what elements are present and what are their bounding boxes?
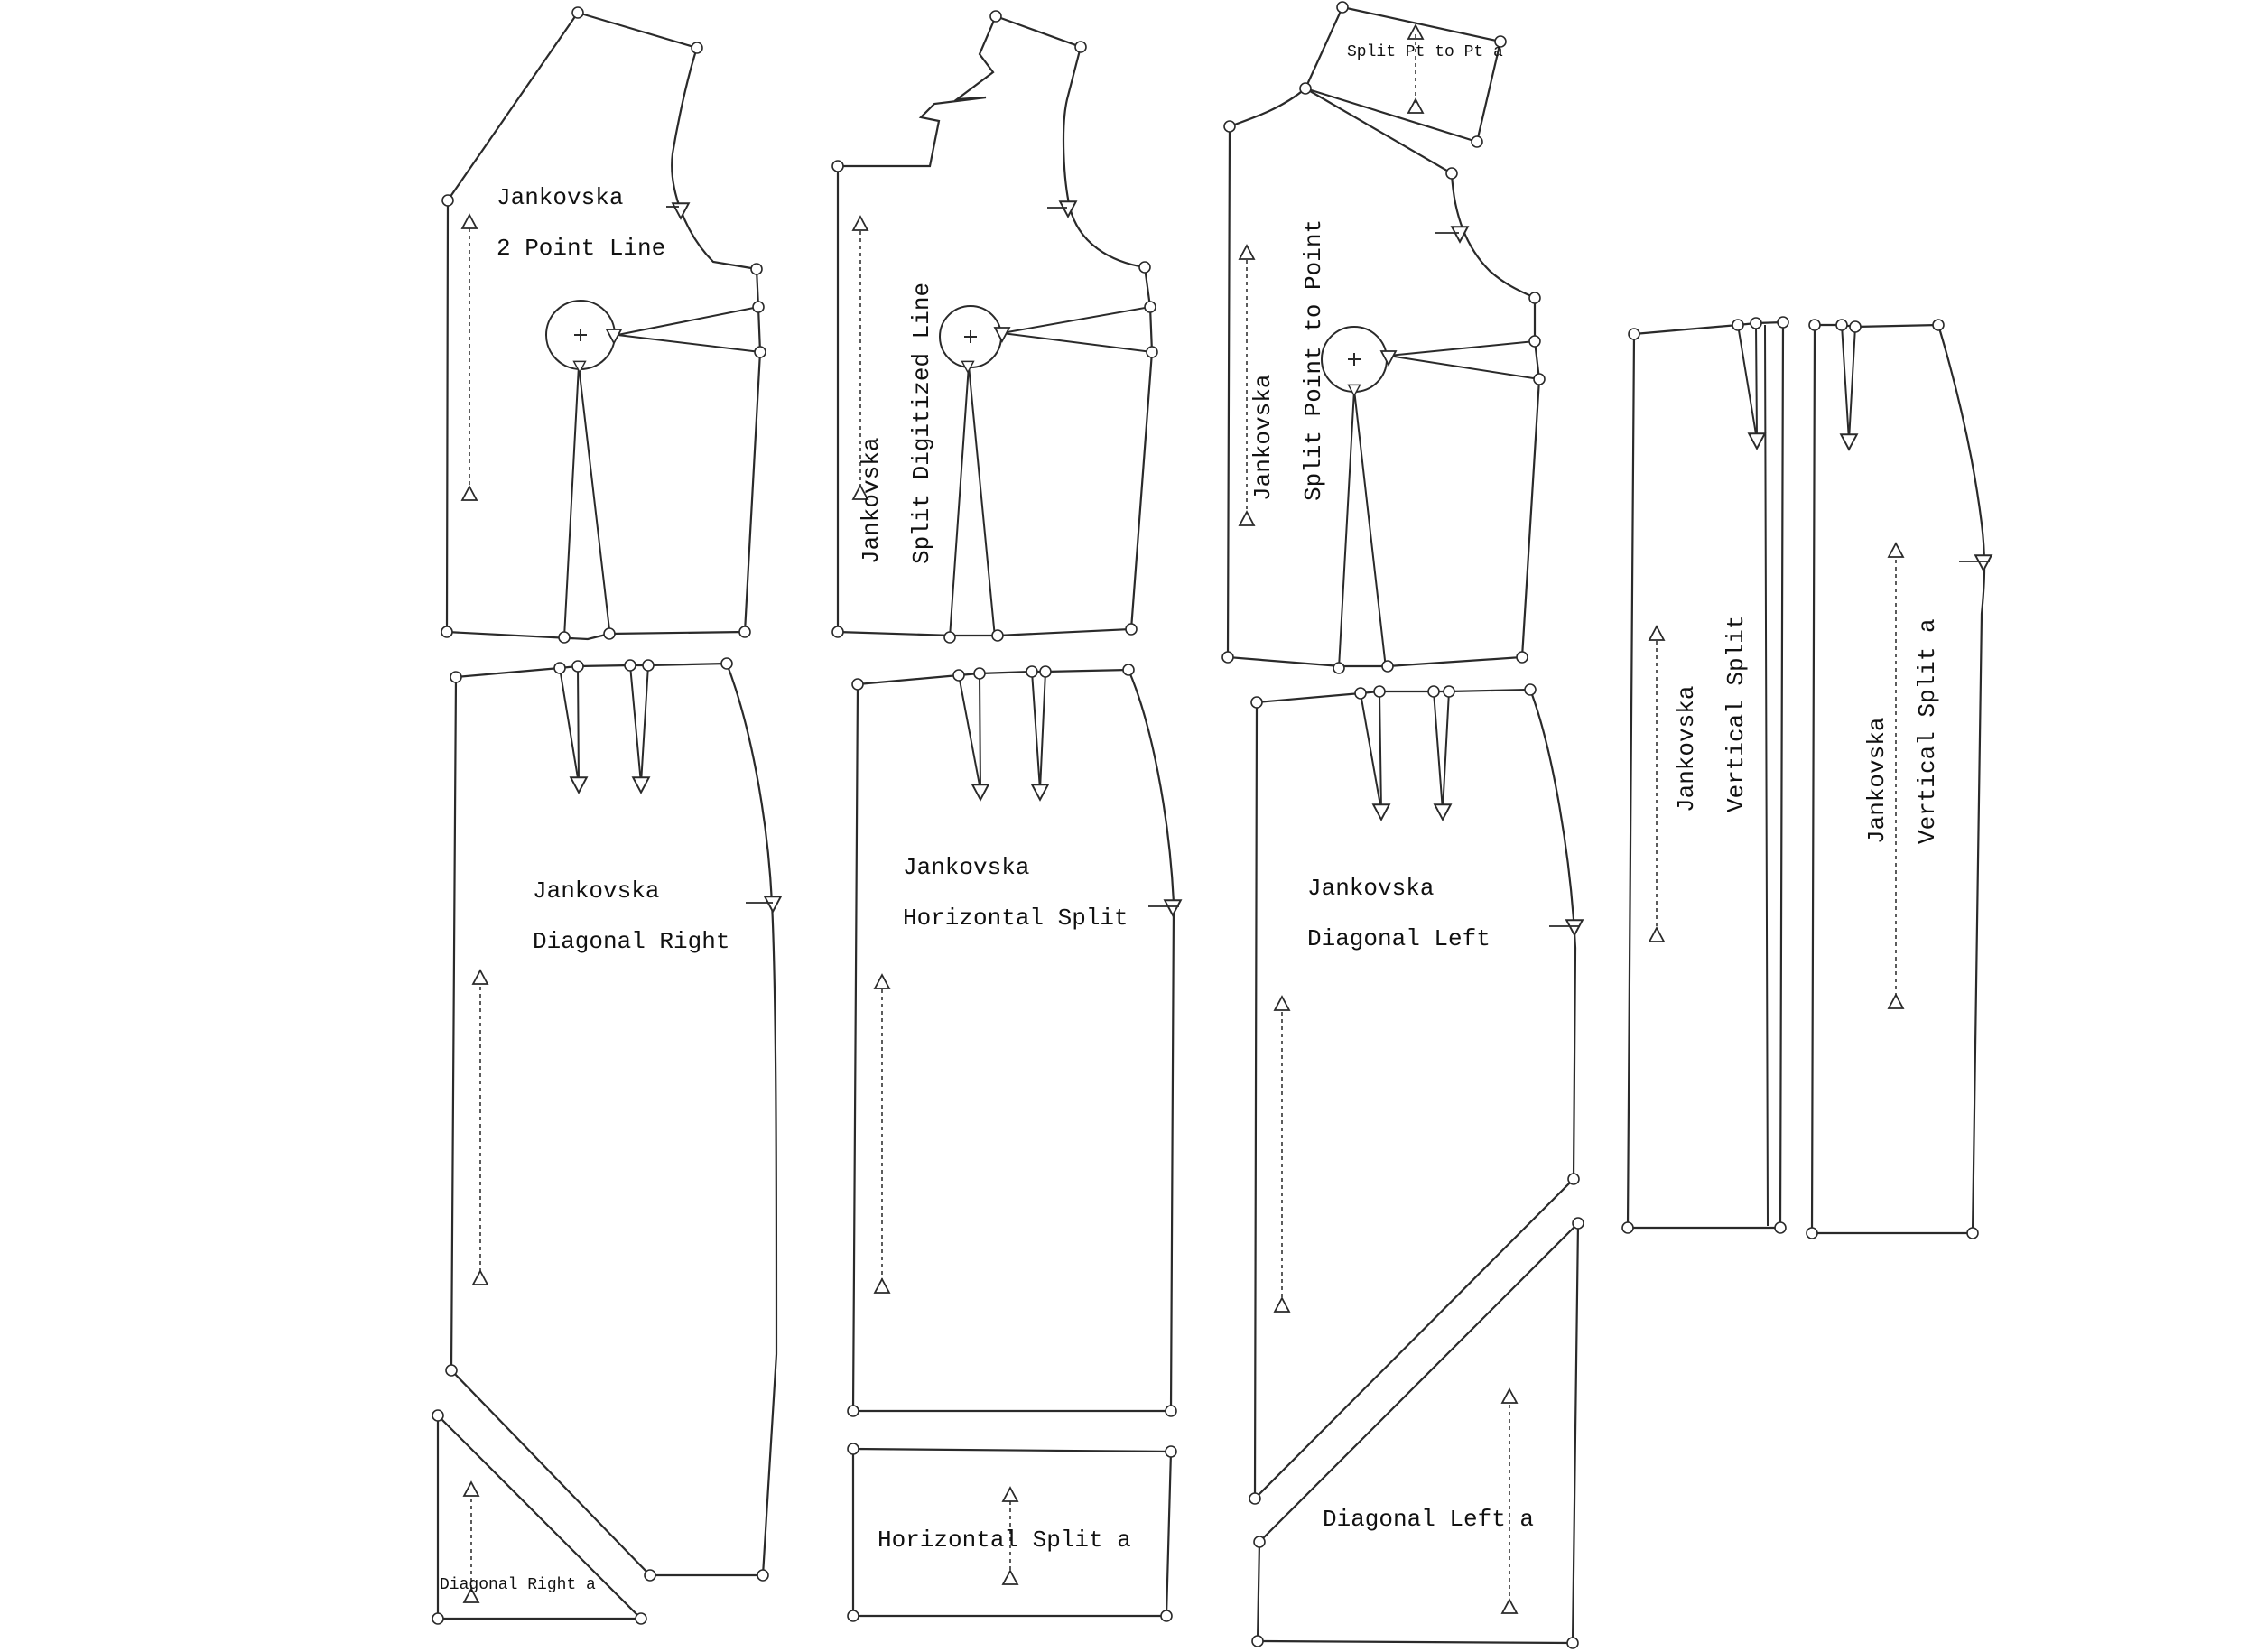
piece-8-title: Jankovska — [1863, 718, 1890, 844]
piece-6a-label: Diagonal Left a — [1323, 1506, 1534, 1533]
piece-1-subtitle: 2 Point Line — [497, 235, 665, 262]
piece-7-subtitle: Vertical Split — [1723, 616, 1750, 812]
piece-diagonal-left: Jankovska Diagonal Left Diagonal Left a — [1249, 683, 1584, 1649]
piece-3-subtitle: Split Point to Point — [1300, 219, 1327, 501]
piece-6-title: Jankovska — [1307, 875, 1434, 902]
piece-split-point-to-point: Split Pt to Pt a Jankovska Split Point t… — [1221, 1, 1546, 674]
piece-5-subtitle: Horizontal Split — [903, 905, 1128, 932]
piece-5-title: Jankovska — [903, 854, 1029, 881]
piece-diagonal-right: Jankovska Diagonal Right Diagonal Right … — [432, 657, 782, 1625]
piece-4a-label: Diagonal Right a — [440, 1576, 596, 1594]
piece-7-title: Jankovska — [1673, 686, 1700, 812]
piece-3-title: Jankovska — [1249, 375, 1277, 501]
piece-vertical-split-a: Jankovska Vertical Split a — [1806, 319, 1992, 1239]
piece-2-subtitle: Split Digitized Line — [908, 283, 935, 564]
piece-2-title: Jankovska — [858, 438, 885, 564]
piece-6-subtitle: Diagonal Left — [1307, 925, 1491, 952]
piece-3-small-label: Split Pt to Pt a — [1347, 43, 1503, 61]
piece-2-point-line: Jankovska 2 Point Line — [441, 6, 766, 644]
piece-4-title: Jankovska — [533, 877, 659, 905]
piece-5a-label: Horizontal Split a — [878, 1527, 1131, 1554]
piece-1-title: Jankovska — [497, 184, 623, 211]
piece-8-subtitle: Vertical Split a — [1914, 618, 1941, 844]
piece-split-digitized-line: Jankovska Split Digitized Line — [831, 10, 1158, 644]
piece-horizontal-split: Jankovska Horizontal Split Horizontal Sp… — [847, 664, 1182, 1622]
piece-4-subtitle: Diagonal Right — [533, 928, 729, 955]
piece-vertical-split: Jankovska Vertical Split — [1621, 316, 1789, 1234]
